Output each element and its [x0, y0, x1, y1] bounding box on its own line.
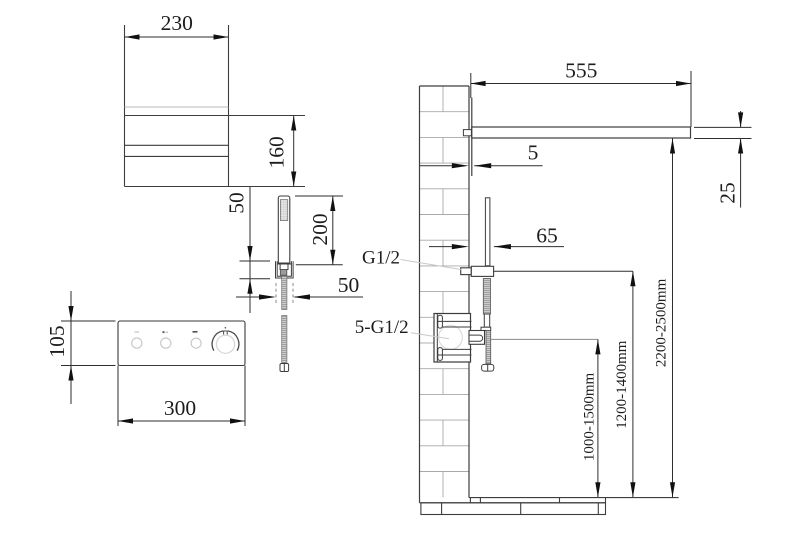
svg-text:300: 300	[164, 396, 196, 420]
svg-text:G1/2: G1/2	[362, 248, 400, 269]
svg-text:2200-2500mm: 2200-2500mm	[654, 278, 670, 367]
svg-text:50: 50	[338, 273, 360, 297]
svg-text:1200-1400mm: 1200-1400mm	[614, 340, 630, 429]
svg-text:230: 230	[161, 11, 193, 35]
svg-text:5-G1/2: 5-G1/2	[355, 317, 409, 338]
svg-text:65: 65	[536, 223, 558, 247]
svg-text:555: 555	[565, 58, 597, 82]
svg-text:50: 50	[224, 192, 248, 214]
svg-text:160: 160	[265, 136, 289, 168]
svg-text:5: 5	[528, 140, 539, 164]
svg-text:105: 105	[45, 325, 69, 357]
svg-text:200: 200	[308, 213, 332, 245]
svg-text:25: 25	[715, 182, 739, 204]
svg-text:1000-1500mm: 1000-1500mm	[582, 373, 598, 462]
